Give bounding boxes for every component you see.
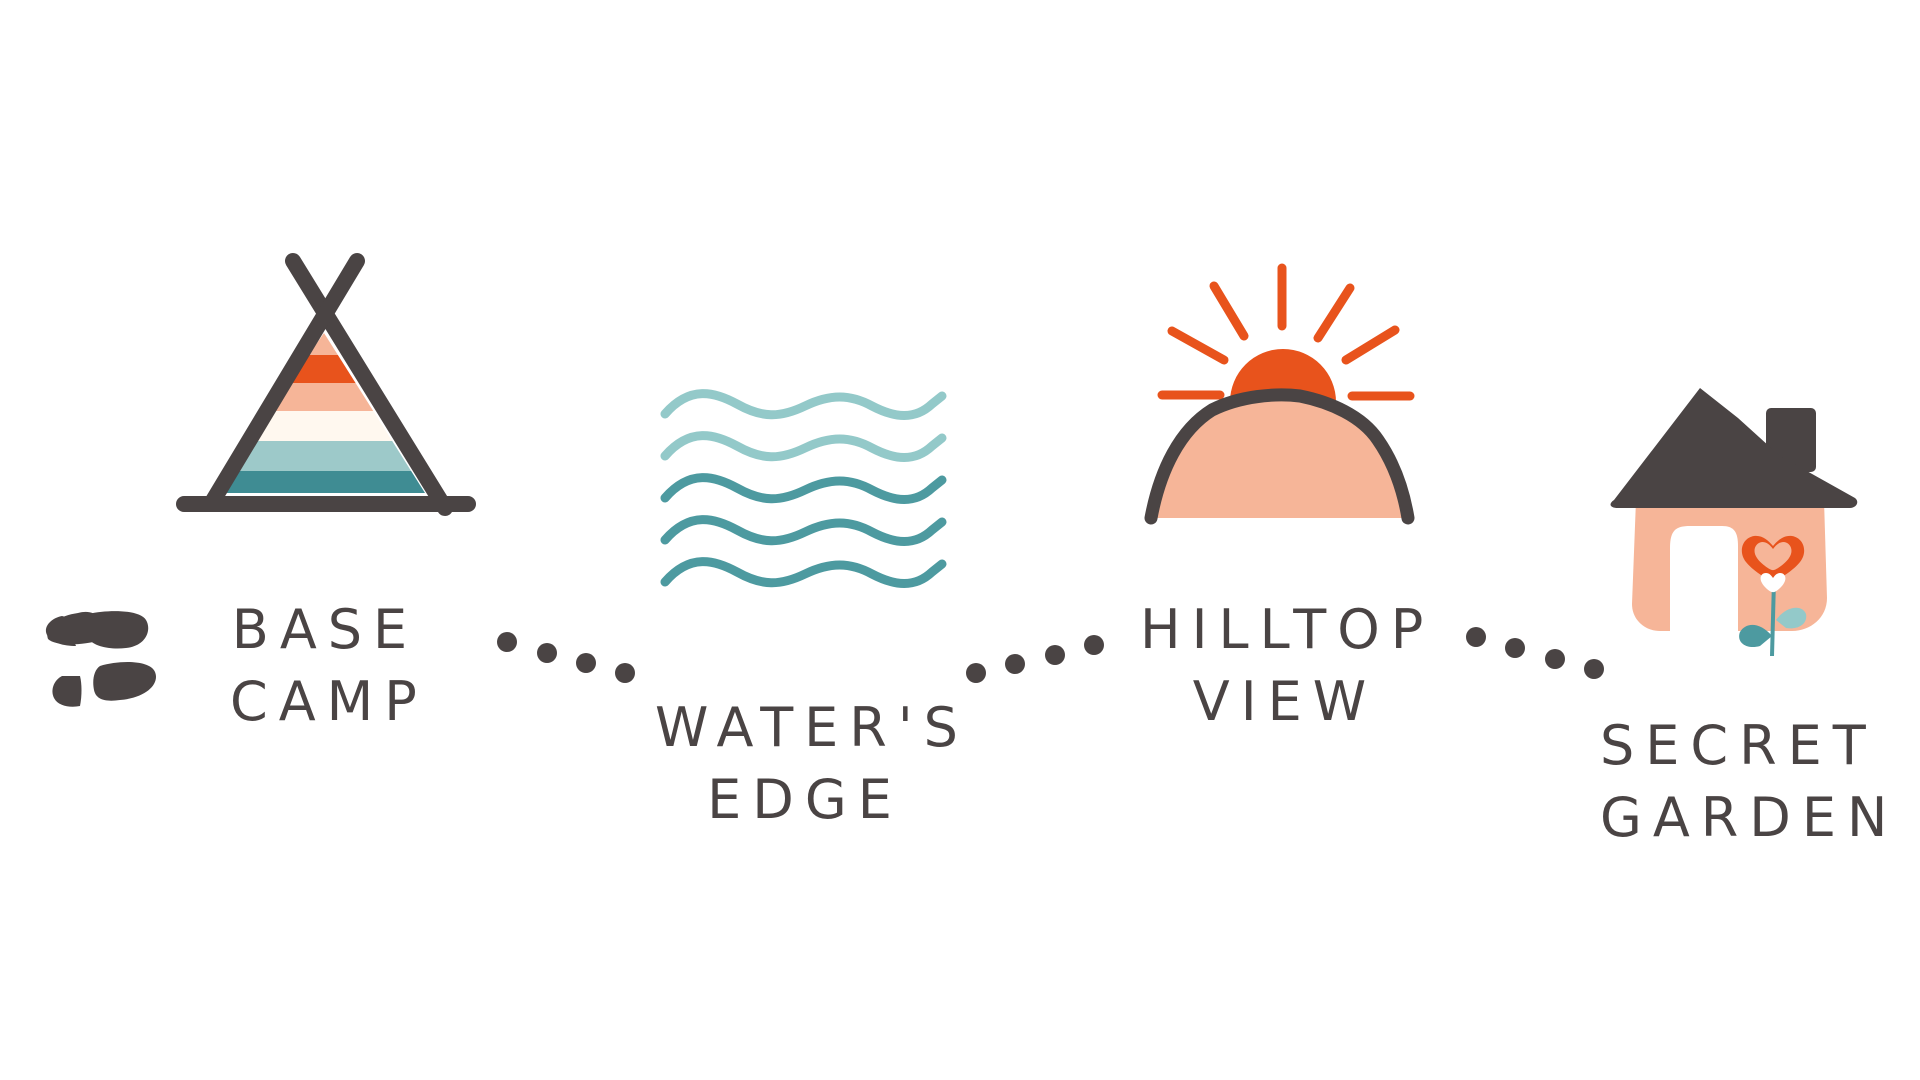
dotted-path-1 xyxy=(497,632,635,683)
stop-label-line: HILLTOP xyxy=(1140,598,1435,661)
stop-label-line: GARDEN xyxy=(1600,786,1899,849)
stop-label-hilltop-view: HILLTOP VIEW xyxy=(1140,594,1430,738)
stop-label-base-camp: BASE CAMP xyxy=(230,594,420,738)
dotted-path-3 xyxy=(1466,627,1604,679)
sunrise-hill-icon xyxy=(1144,263,1415,525)
footprints-icon xyxy=(45,611,157,707)
stop-label-secret-garden: SECRET GARDEN xyxy=(1600,710,1899,854)
stop-label-line: SECRET xyxy=(1600,714,1877,777)
waves-icon xyxy=(660,389,947,588)
stop-label-waters-edge: WATER'S EDGE xyxy=(655,692,969,836)
stop-label-line: VIEW xyxy=(1192,670,1378,733)
stop-label-line: EDGE xyxy=(707,768,903,831)
stop-label-line: WATER'S xyxy=(655,696,969,759)
teepee-icon xyxy=(176,253,476,516)
stop-label-line: CAMP xyxy=(230,670,428,733)
dotted-path-2 xyxy=(966,635,1104,683)
stop-label-line: BASE xyxy=(231,598,419,661)
house-flower-icon xyxy=(1610,388,1858,657)
